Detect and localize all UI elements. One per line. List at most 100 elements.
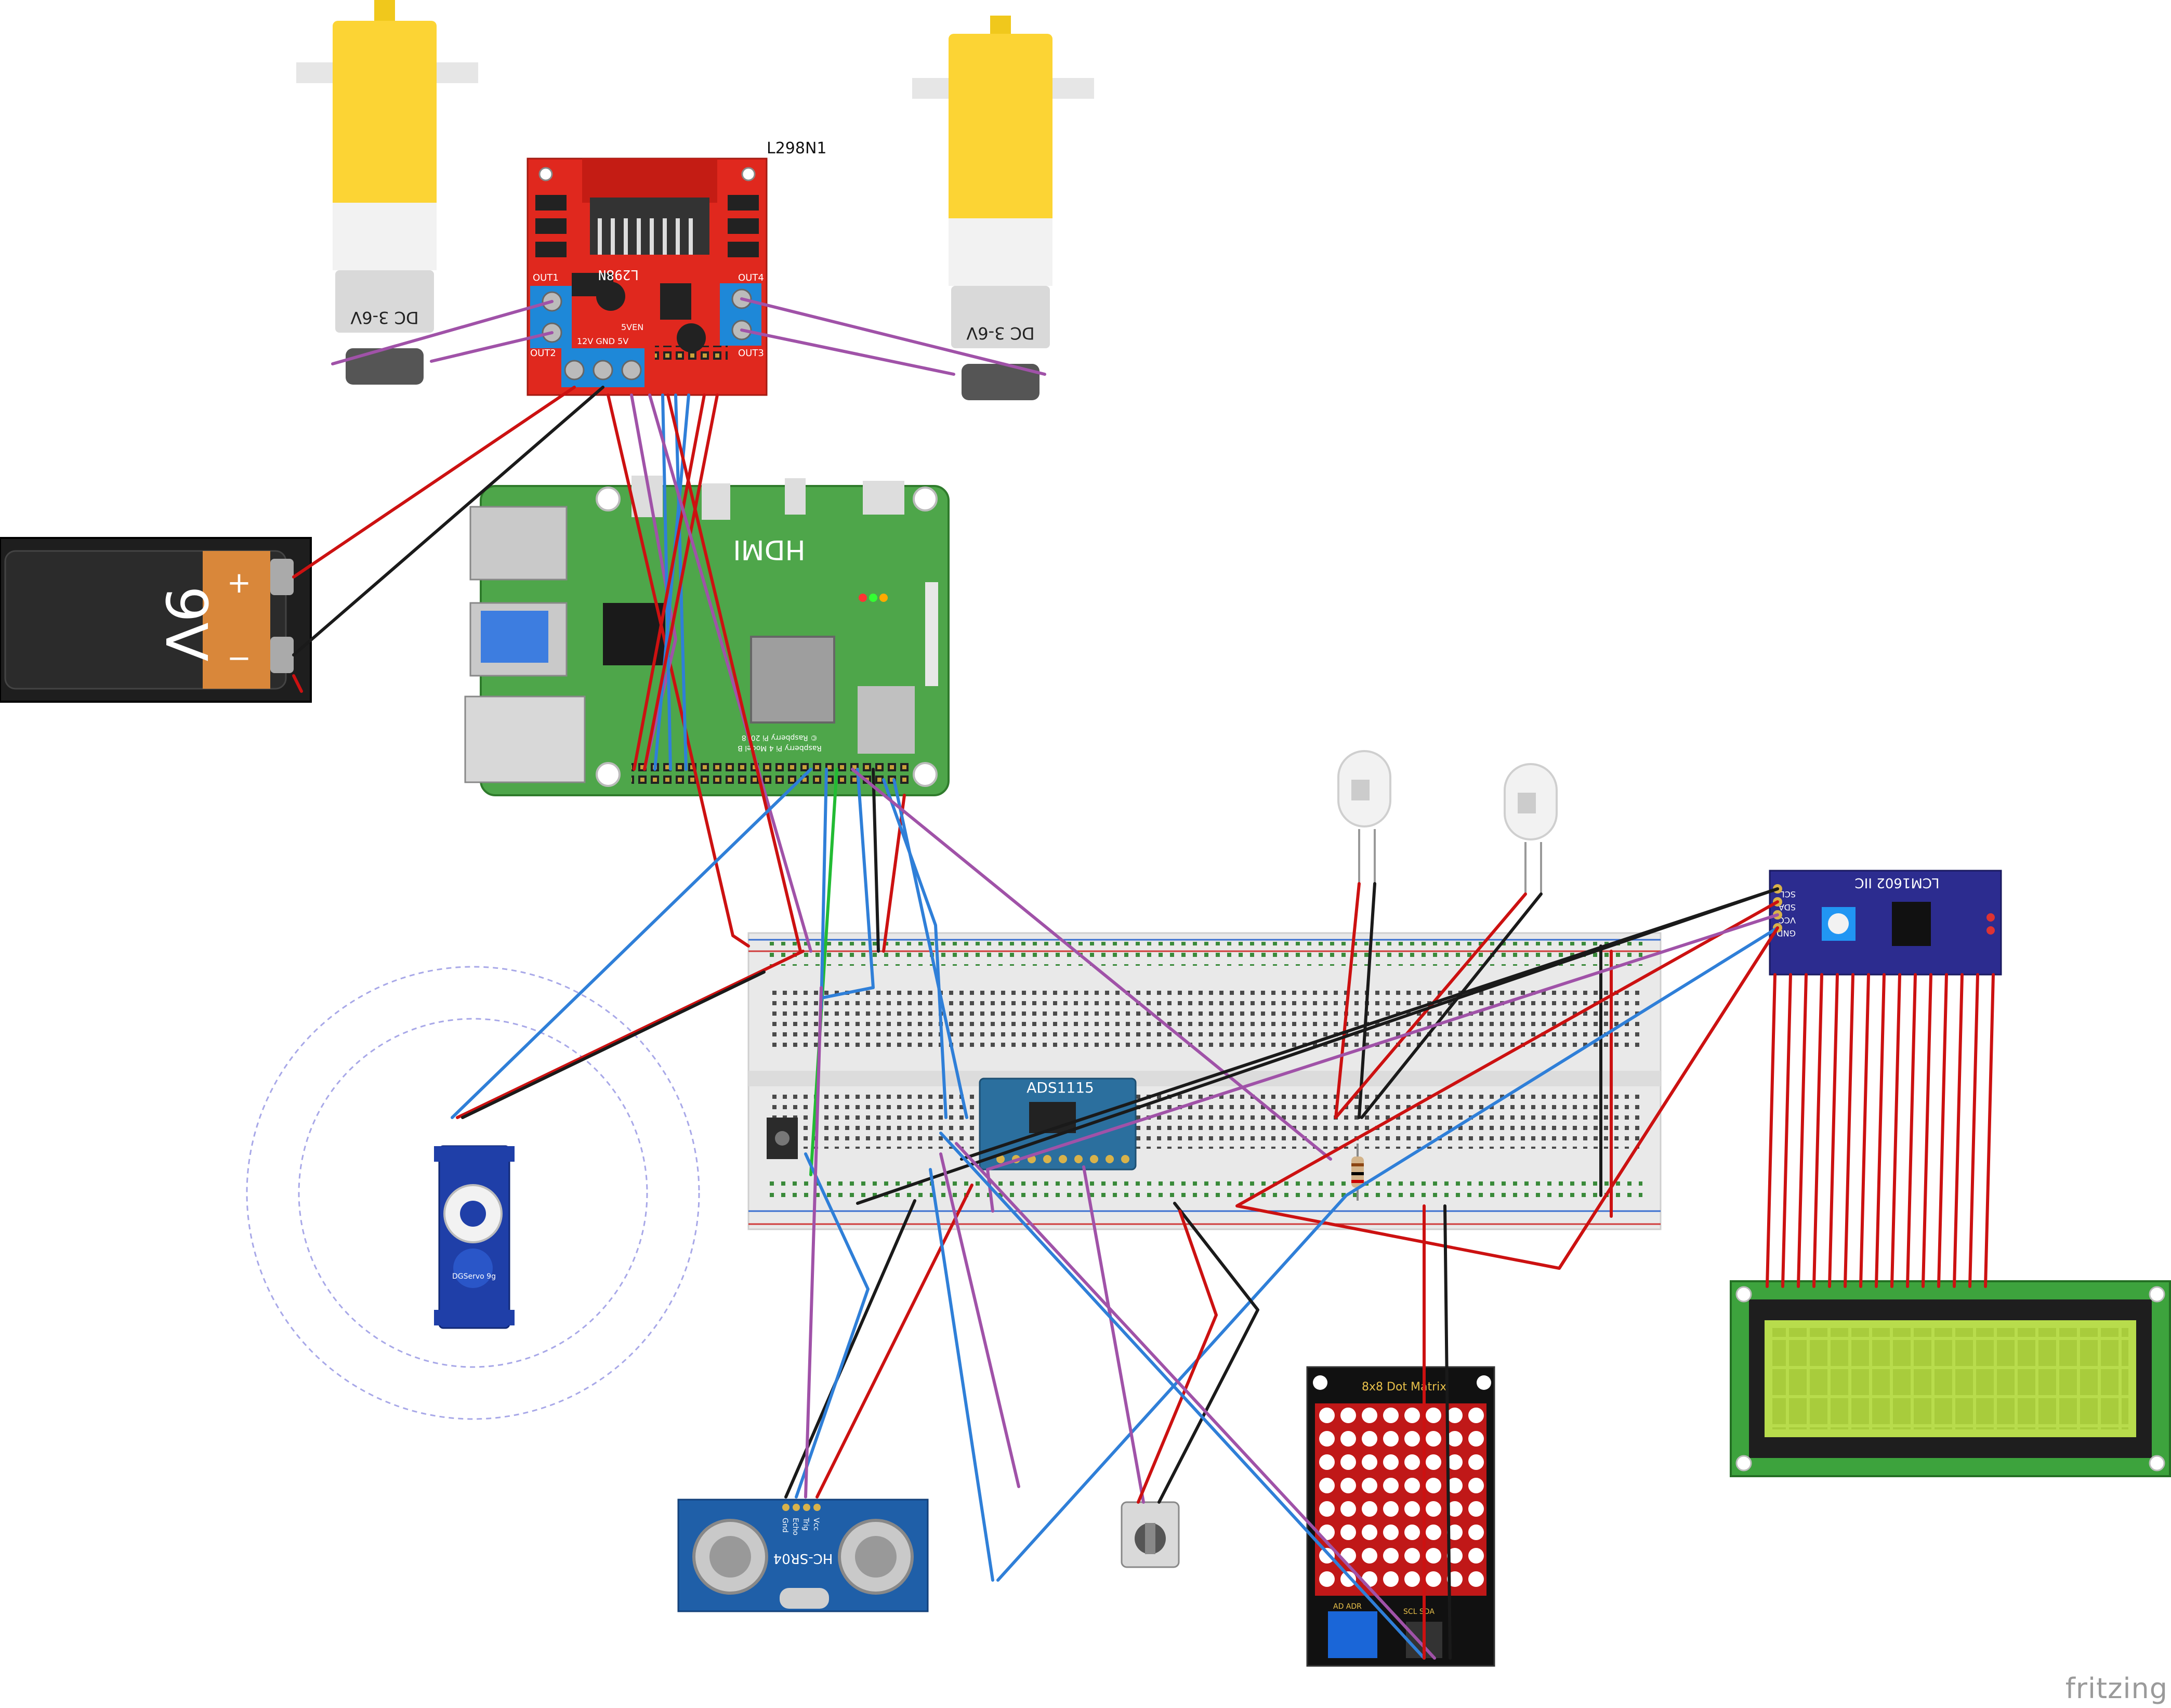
dc-motor-right: DC 3-6V	[912, 16, 1094, 400]
matrix-dot	[1468, 1571, 1484, 1587]
wire-lcd-vcc-b	[1558, 926, 1779, 1270]
matrix-dot	[1468, 1478, 1484, 1493]
wire-motor-left-1	[331, 300, 554, 365]
matrix-dot	[1319, 1431, 1335, 1447]
matrix-dot	[1383, 1431, 1399, 1447]
resistor	[1351, 1144, 1364, 1201]
driver-out1-label: OUT1	[533, 272, 559, 283]
matrix-dot	[1319, 1548, 1335, 1564]
matrix-dot	[1340, 1525, 1356, 1540]
matrix-dot	[1383, 1501, 1399, 1517]
wire-matrix-blue-b	[929, 1168, 994, 1582]
matrix-dot	[1362, 1408, 1377, 1423]
matrix-dot	[1468, 1431, 1484, 1447]
matrix-dot	[1447, 1431, 1463, 1447]
us-pin-trig: Trig	[801, 1517, 810, 1531]
wire-us-echo	[795, 1152, 870, 1499]
wire-motor-right-2	[740, 329, 955, 376]
matrix-dot	[1340, 1501, 1356, 1517]
pi-caption-label: Raspberry Pi 4 Model B	[738, 744, 822, 752]
ads1115-module: ADS1115	[979, 1078, 1137, 1171]
led-left	[1337, 750, 1391, 884]
lcd-pin-gnd: GND	[1777, 928, 1796, 938]
wire-pi-scl	[892, 778, 968, 1119]
pi-copyright-label: © Raspberry Pi 2018	[742, 733, 818, 742]
wire-us-trig	[804, 986, 823, 1499]
battery-voltage-label: 9V	[153, 586, 219, 661]
matrix-dot	[1340, 1454, 1356, 1470]
matrix-dot	[1468, 1408, 1484, 1423]
wire-led-left-cathode	[1358, 882, 1376, 1119]
wire-us-vcc	[815, 1184, 973, 1499]
matrix-dot	[1426, 1548, 1441, 1564]
wire-led-left-anode	[1334, 882, 1361, 1119]
matrix-dot	[1468, 1501, 1484, 1517]
matrix-dot	[1404, 1548, 1420, 1564]
matrix-pins-label: AD ADR	[1333, 1602, 1362, 1611]
wire-matrix-gnd	[1443, 1204, 1452, 1660]
matrix-dot	[1426, 1408, 1441, 1423]
lcd-i2c-backpack: LCM1602 IIC SCL SDA VCC GND	[1769, 870, 2002, 976]
wire-motor-left-2	[430, 331, 554, 363]
matrix-dot	[1383, 1408, 1399, 1423]
matrix-dot	[1362, 1548, 1377, 1564]
matrix-dot	[1404, 1525, 1420, 1540]
matrix-dot	[1362, 1431, 1377, 1447]
adc-label: ADS1115	[1027, 1079, 1094, 1096]
us-pin-echo: Echo	[791, 1518, 799, 1535]
wire-led-right-cathode	[1360, 892, 1543, 1119]
matrix-dot	[1340, 1571, 1356, 1587]
wire-driver-enb	[643, 393, 719, 771]
motor-right-label: DC 3-6V	[966, 323, 1034, 343]
matrix-dot	[1426, 1525, 1441, 1540]
wire-lcd-scl	[996, 926, 1779, 1582]
wire-driver-ena	[633, 393, 706, 771]
matrix-dot	[1404, 1454, 1420, 1470]
wire-driver-in2	[661, 393, 672, 771]
matrix-dot	[1362, 1454, 1377, 1470]
matrix-dot	[1319, 1454, 1335, 1470]
matrix-dot	[1447, 1408, 1463, 1423]
matrix-dot-grid	[1319, 1408, 1484, 1587]
matrix-dot	[1319, 1408, 1335, 1423]
matrix-dot	[1426, 1431, 1441, 1447]
matrix-dot	[1404, 1501, 1420, 1517]
push-button	[767, 1118, 798, 1159]
lcd-pin-scl: SCL	[1780, 889, 1796, 899]
l298n-driver-board: L298N OUT1 OUT2 OUT3 OUT4 12V GND 5V 5VE…	[527, 157, 768, 396]
matrix-conn-label: SCL SDA	[1403, 1608, 1435, 1616]
driver-out4-label: OUT4	[738, 272, 764, 283]
potentiometer	[1121, 1501, 1180, 1568]
matrix-dot	[1404, 1431, 1420, 1447]
wire-pot-gnd	[1157, 1202, 1259, 1504]
wire-lcd-gnd-b	[856, 887, 1779, 1205]
matrix-dot	[1426, 1571, 1441, 1587]
matrix-dot	[1319, 1501, 1335, 1517]
matrix-dot	[1340, 1478, 1356, 1493]
matrix-label: 8x8 Dot Matrix	[1362, 1381, 1446, 1394]
wire-motor-right-1	[740, 297, 1046, 376]
matrix-dot	[1383, 1478, 1399, 1493]
driver-chip-label: L298N	[598, 267, 639, 282]
driver-5ven-label: 5VEN	[621, 322, 643, 332]
wire-driver-in1	[630, 393, 677, 771]
wire-layer	[292, 297, 1995, 1660]
wire-battery-pos	[292, 386, 576, 579]
wire-battery-lead	[292, 674, 303, 693]
wire-servo-gnd	[461, 970, 766, 1119]
wire-button-green	[809, 768, 838, 1176]
matrix-dot	[1447, 1478, 1463, 1493]
driver-out3-label: OUT3	[738, 348, 764, 359]
matrix-dot	[1340, 1408, 1356, 1423]
matrix-dot	[1319, 1478, 1335, 1493]
matrix-dot	[1340, 1431, 1356, 1447]
matrix-dot	[1319, 1571, 1335, 1587]
matrix-dot	[1383, 1454, 1399, 1470]
wire-driver-5v	[607, 393, 750, 948]
matrix-dot	[1447, 1454, 1463, 1470]
led-right	[1504, 763, 1558, 894]
matrix-dot	[1404, 1571, 1420, 1587]
lcd-backpack-label: LCM1602 IIC	[1855, 875, 1940, 890]
wire-us-gnd	[784, 1199, 916, 1499]
wire-pi-gnd	[872, 768, 880, 953]
